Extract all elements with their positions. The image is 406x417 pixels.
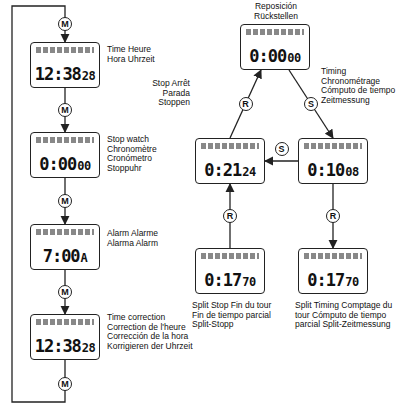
display-digits: 12:38 xyxy=(35,64,81,84)
display-digits: 0:00 xyxy=(249,46,286,66)
segment-indicators xyxy=(36,229,94,235)
lcd-display: 12:3828Time Heure Hora Uhrzeit xyxy=(30,42,100,88)
mode-caption: Timing Chronométrage Cómputo de tiempo Z… xyxy=(321,67,405,105)
display-seconds: 70 xyxy=(242,275,255,289)
display-seconds: 28 xyxy=(82,69,95,83)
button-symbol: M xyxy=(58,103,72,117)
segment-indicators xyxy=(36,137,94,143)
digit-row: 0:1770 xyxy=(196,272,264,289)
button-symbol: R xyxy=(223,209,237,223)
display-seconds: 24 xyxy=(242,165,255,179)
mode-caption: Split Timing Comptage du tour Cómputo de… xyxy=(295,301,395,330)
mode-caption: Stop watch Chronomètre Cronómetro Stoppu… xyxy=(107,135,177,173)
mode-caption: Time correction Correction de l'heure Co… xyxy=(107,313,199,351)
display-seconds: 00 xyxy=(77,159,90,173)
mode-caption: Reposición Rückstellen xyxy=(246,2,306,21)
digit-row: 0:0000 xyxy=(241,48,309,65)
digit-row: 0:0000 xyxy=(31,156,99,173)
display-digits: 0:17 xyxy=(307,270,344,290)
display-digits: 12:38 xyxy=(35,336,81,356)
display-seconds: A xyxy=(81,251,88,265)
segment-indicators xyxy=(201,143,259,149)
digit-row: 0:1008 xyxy=(299,162,367,179)
button-symbol: R xyxy=(239,97,253,111)
button-symbol: S xyxy=(275,142,289,156)
mode-arrow xyxy=(230,70,261,138)
display-seconds: 70 xyxy=(345,275,358,289)
segment-indicators xyxy=(246,29,304,35)
display-digits: 0:21 xyxy=(204,160,241,180)
button-symbol: M xyxy=(58,17,72,31)
segment-indicators xyxy=(36,47,94,53)
lcd-display: 0:0000Reposición Rückstellen xyxy=(240,24,310,70)
button-symbol: M xyxy=(58,285,72,299)
display-digits: 7:00 xyxy=(43,246,80,266)
segment-indicators xyxy=(304,253,362,259)
lcd-display: 0:1770Split Timing Comptage du tour Cómp… xyxy=(298,248,368,294)
lcd-display: 0:2124Stop Arrêt Parada Stoppen xyxy=(195,138,265,184)
segment-indicators xyxy=(304,143,362,149)
display-digits: 0:17 xyxy=(204,270,241,290)
mode-caption: Stop Arrêt Parada Stoppen xyxy=(142,79,190,108)
display-digits: 0:10 xyxy=(307,160,344,180)
display-seconds: 28 xyxy=(82,341,95,355)
segment-indicators xyxy=(201,253,259,259)
button-symbol: R xyxy=(326,209,340,223)
display-seconds: 00 xyxy=(287,51,300,65)
segment-indicators xyxy=(36,319,94,325)
mode-caption: Time Heure Hora Uhrzeit xyxy=(107,45,162,64)
lcd-display: 7:00AAlarm Alarme Alarma Alarm xyxy=(30,224,100,270)
lcd-display: 0:1770Split Stop Fin du tour Fin de tiem… xyxy=(195,248,265,294)
mode-caption: Alarm Alarme Alarma Alarm xyxy=(107,229,162,248)
digit-row: 0:2124 xyxy=(196,162,264,179)
digit-row: 7:00A xyxy=(31,248,99,265)
mode-caption: Split Stop Fin du tour Fin de tiempo par… xyxy=(192,301,274,330)
button-symbol: S xyxy=(304,97,318,111)
lcd-display: 0:1008Timing Chronométrage Cómputo de ti… xyxy=(298,138,368,184)
mode-arrow xyxy=(265,160,298,161)
lcd-display: 0:0000Stop watch Chronomètre Cronómetro … xyxy=(30,132,100,178)
lcd-display: 12:3828Time correction Correction de l'h… xyxy=(30,314,100,360)
digit-row: 12:3828 xyxy=(31,338,99,355)
button-symbol: M xyxy=(58,377,72,391)
display-seconds: 08 xyxy=(345,165,358,179)
digit-row: 0:1770 xyxy=(299,272,367,289)
display-digits: 0:00 xyxy=(39,154,76,174)
digit-row: 12:3828 xyxy=(31,66,99,83)
button-symbol: M xyxy=(58,194,72,208)
